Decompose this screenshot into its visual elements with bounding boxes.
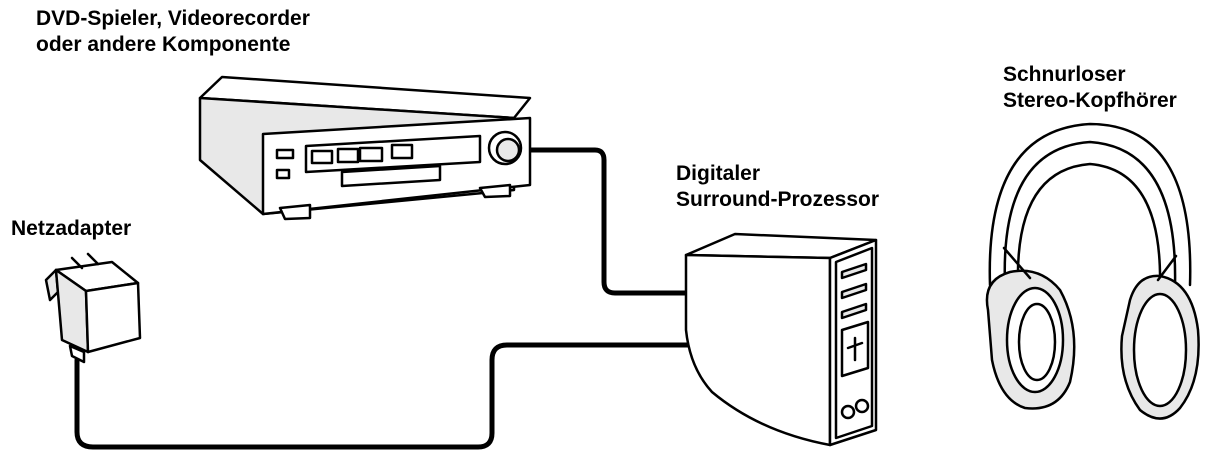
headphones-icon	[985, 122, 1200, 420]
volume-knob	[854, 398, 870, 414]
power-cable	[74, 342, 695, 450]
processor-label-line2: Surround-Prozessor	[676, 188, 880, 211]
headband-inner	[1003, 140, 1177, 287]
headphones-label: Schnurloser Stereo-Kopfhörer	[1003, 62, 1177, 114]
adapter-label-line1: Netzadapter	[11, 217, 132, 240]
headphones-label-line1: Schnurloser	[1003, 63, 1126, 86]
source-label-line2: oder andere Komponente	[36, 33, 291, 56]
source-label-line1: DVD-Spieler, Videorecorder	[36, 7, 310, 30]
headphone-jack	[840, 404, 856, 420]
av-cable	[527, 147, 693, 296]
cables	[74, 147, 695, 450]
processor-label-line1: Digitaler	[676, 162, 761, 185]
headband-outer	[988, 122, 1192, 287]
adapter-label: Netzadapter	[11, 216, 131, 242]
headphones-label-line2: Stereo-Kopfhörer	[1003, 89, 1177, 112]
power-adapter-icon	[44, 252, 142, 364]
surround-processor-icon	[684, 232, 878, 447]
processor-side	[684, 253, 832, 447]
source-label: DVD-Spieler, Videorecorder oder andere K…	[36, 6, 310, 58]
processor-label: Digitaler Surround-Prozessor	[676, 161, 879, 213]
dvd-player-icon	[198, 75, 532, 221]
